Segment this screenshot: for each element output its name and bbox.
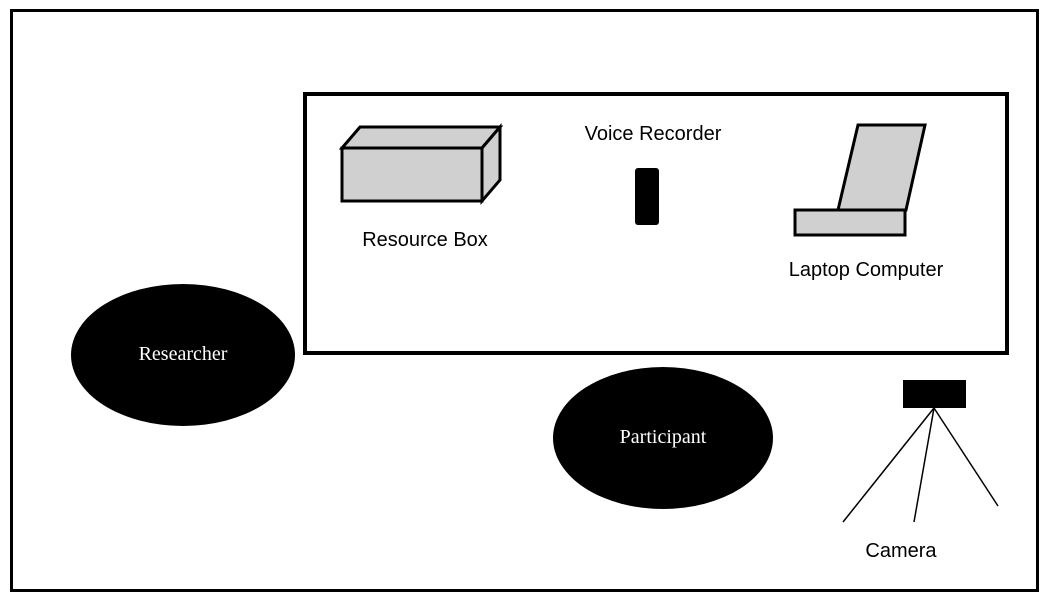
resource-box-icon xyxy=(338,122,504,206)
voice-recorder-label: Voice Recorder xyxy=(585,123,722,145)
camera-label: Camera xyxy=(865,540,937,562)
camera-icon xyxy=(842,380,999,523)
participant-ellipse xyxy=(553,367,773,509)
resource-box-label: Resource Box xyxy=(362,229,488,251)
researcher-label: Researcher xyxy=(139,343,228,365)
room-outline xyxy=(10,9,1039,592)
laptop-label: Laptop Computer xyxy=(789,259,944,281)
voice-recorder-icon xyxy=(635,168,659,225)
researcher-ellipse xyxy=(71,284,295,426)
participant-label: Participant xyxy=(620,426,707,448)
table-outline xyxy=(303,92,1009,355)
laptop-icon xyxy=(793,123,927,237)
